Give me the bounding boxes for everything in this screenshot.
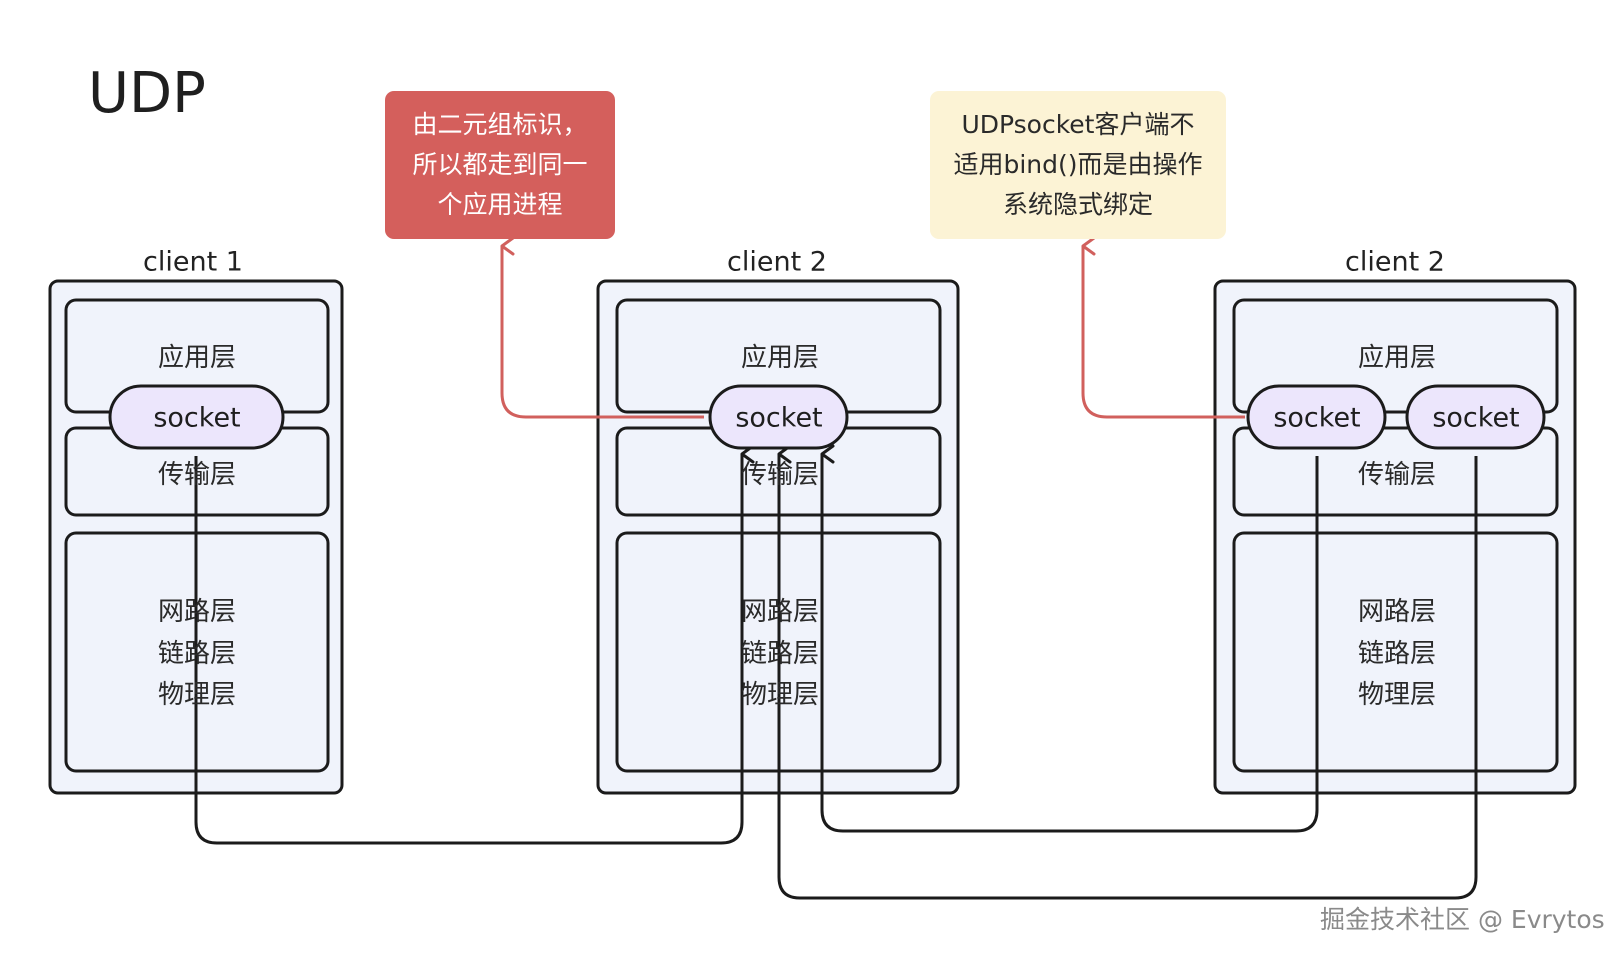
- watermark: 掘金技术社区 @ Evrytos: [1320, 905, 1605, 934]
- physical-layer-label: 物理层: [157, 680, 237, 711]
- client-3-socket-1: [1246, 384, 1387, 450]
- client-1-label: client 1: [143, 246, 243, 278]
- link-layer-label: 链路层: [740, 638, 820, 669]
- flow-client1-to-client2: [194, 444, 755, 845]
- network-layer-label: 网路层: [1357, 597, 1437, 628]
- physical-layer-label: 物理层: [740, 680, 820, 711]
- client-3-socket-1-label: socket: [1273, 402, 1361, 434]
- link-layer-label: 链路层: [157, 638, 237, 669]
- note-red: 由二元组标识， 所以都走到同一 个应用进程: [385, 91, 615, 239]
- note-red-text: 由二元组标识， 所以都走到同一 个应用进程: [412, 110, 588, 219]
- client-2-app-layer-label: 应用层: [740, 343, 820, 373]
- arrow-to-red-note: [500, 236, 704, 419]
- client-2-socket-label: socket: [735, 402, 823, 434]
- arrow-to-yellow-note: [1081, 236, 1245, 419]
- client-3-app-layer-label: 应用层: [1357, 343, 1437, 373]
- network-layer-label: 网路层: [740, 597, 820, 628]
- client-3-socket-2: [1405, 384, 1546, 450]
- client-2-lower-layers: 网路层 链路层 物理层: [741, 598, 819, 710]
- link-layer-label: 链路层: [1357, 638, 1437, 669]
- flow-client3-socket2-to-client2: [777, 444, 1478, 900]
- client-1-app-layer-label: 应用层: [157, 343, 237, 373]
- note-yellow: UDPsocket客户端不 适用bind()而是由操作 系统隐式绑定: [930, 91, 1226, 239]
- client-3-socket-2-label: socket: [1432, 402, 1520, 434]
- client-2-transport-layer-label: 传输层: [740, 460, 820, 490]
- diagram-title: UDP: [88, 61, 206, 126]
- client-3-label: client 2: [1345, 246, 1445, 278]
- network-layer-label: 网路层: [157, 597, 237, 628]
- client-1-lower-layers: 网路层 链路层 物理层: [158, 598, 236, 710]
- physical-layer-label: 物理层: [1357, 680, 1437, 711]
- client-1-socket: [108, 384, 285, 450]
- client-1-socket-label: socket: [153, 402, 241, 434]
- note-yellow-text: UDPsocket客户端不 适用bind()而是由操作 系统隐式绑定: [953, 110, 1203, 219]
- client-2-label: client 2: [727, 246, 827, 278]
- client-1-transport-layer-label: 传输层: [157, 460, 237, 490]
- client-3-transport-layer-label: 传输层: [1357, 460, 1437, 490]
- client-3-app-layer-box: [1232, 298, 1559, 414]
- flow-client3-socket1-to-client2: [820, 444, 1319, 833]
- client-3-lower-layers: 网路层 链路层 物理层: [1358, 598, 1436, 710]
- client-2-socket: [708, 384, 849, 450]
